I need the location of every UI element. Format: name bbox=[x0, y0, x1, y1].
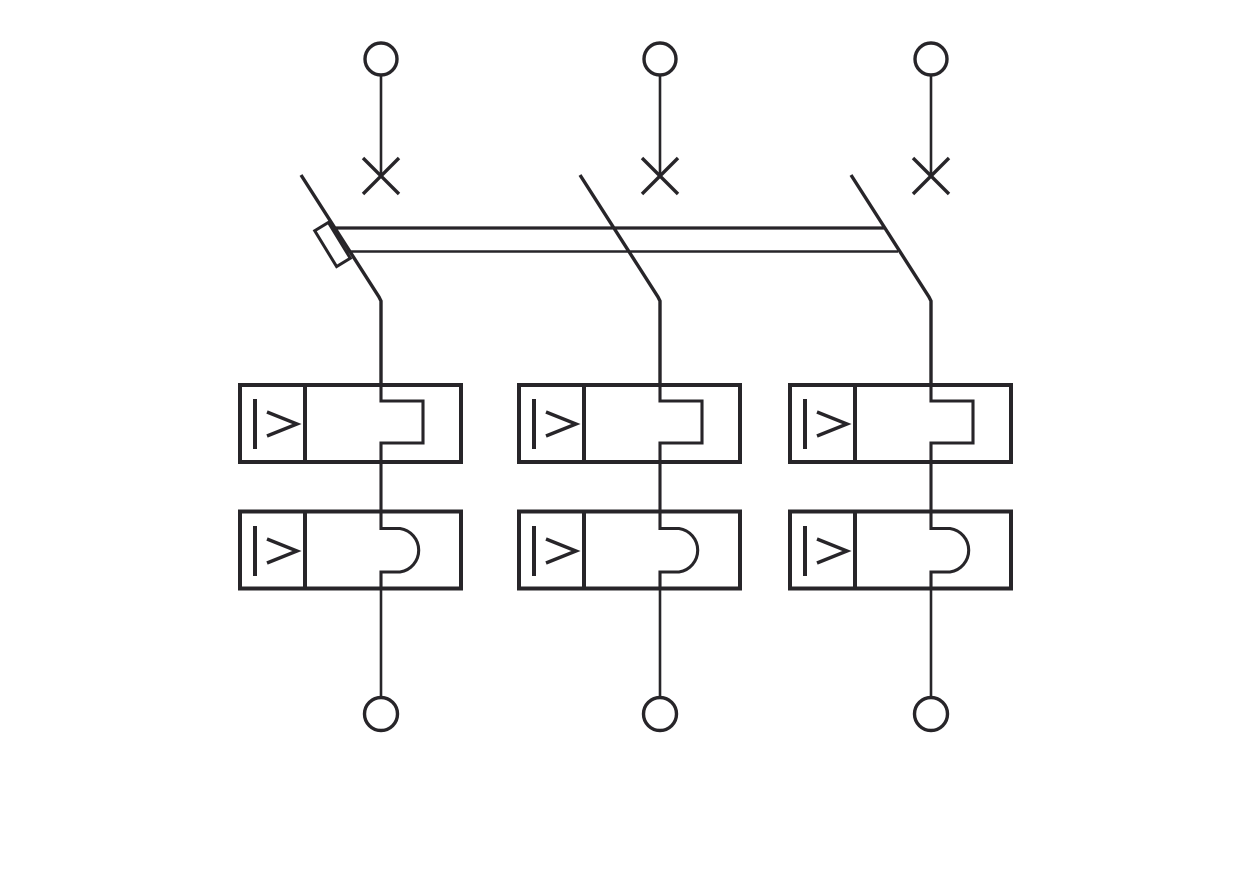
magnetic-detour-path bbox=[929, 511, 971, 589]
thermal-detour-path bbox=[658, 385, 704, 512]
overcurrent-icon bbox=[253, 526, 302, 576]
pole-1 bbox=[238, 41, 463, 733]
thermal-release-block bbox=[517, 383, 742, 512]
bottom-terminal-icon bbox=[912, 695, 950, 733]
thermal-release-block bbox=[238, 383, 463, 512]
pole-3 bbox=[788, 41, 1013, 733]
overcurrent-icon bbox=[532, 399, 581, 449]
overcurrent-icon bbox=[253, 399, 302, 449]
pole-2 bbox=[517, 41, 742, 733]
magnetic-detour-path bbox=[379, 511, 421, 589]
release-box bbox=[517, 509, 742, 591]
overcurrent-icon bbox=[532, 526, 581, 576]
release-box bbox=[788, 509, 1013, 591]
magnetic-release-block bbox=[238, 509, 463, 591]
magnetic-release-block bbox=[788, 509, 1013, 591]
magnetic-detour-path bbox=[658, 511, 700, 589]
contact-cross-icon bbox=[640, 156, 680, 196]
release-box bbox=[238, 383, 463, 464]
release-box bbox=[788, 383, 1013, 464]
cross-stroke bbox=[361, 156, 401, 196]
trip-linkage bbox=[312, 220, 898, 269]
greater-than-chevron bbox=[816, 537, 852, 565]
contact-cross-icon bbox=[361, 156, 401, 196]
overcurrent-icon bbox=[803, 526, 852, 576]
top-terminal-icon bbox=[642, 41, 678, 77]
schematic-lines bbox=[238, 41, 1013, 733]
cross-stroke bbox=[640, 156, 680, 196]
thermal-detour-path bbox=[379, 385, 425, 512]
magnetic-release-block bbox=[517, 509, 742, 591]
overcurrent-icon bbox=[803, 399, 852, 449]
switch-blade bbox=[299, 174, 383, 385]
top-terminal-icon bbox=[363, 41, 399, 77]
thermal-release-block bbox=[788, 383, 1013, 512]
greater-than-chevron bbox=[545, 537, 581, 565]
release-box bbox=[238, 509, 463, 591]
trip-mechanism-icon bbox=[312, 220, 353, 269]
contact-cross-icon bbox=[911, 156, 951, 196]
greater-than-chevron bbox=[816, 410, 852, 438]
release-box bbox=[517, 383, 742, 464]
bottom-terminal-icon bbox=[641, 695, 679, 733]
greater-than-chevron bbox=[266, 410, 302, 438]
greater-than-chevron bbox=[545, 410, 581, 438]
cross-stroke bbox=[911, 156, 951, 196]
greater-than-chevron bbox=[266, 537, 302, 565]
switch-blade bbox=[578, 174, 662, 385]
thermal-detour-path bbox=[929, 385, 975, 512]
switch-blade bbox=[849, 174, 933, 385]
top-terminal-icon bbox=[913, 41, 949, 77]
bottom-terminal-icon bbox=[362, 695, 400, 733]
